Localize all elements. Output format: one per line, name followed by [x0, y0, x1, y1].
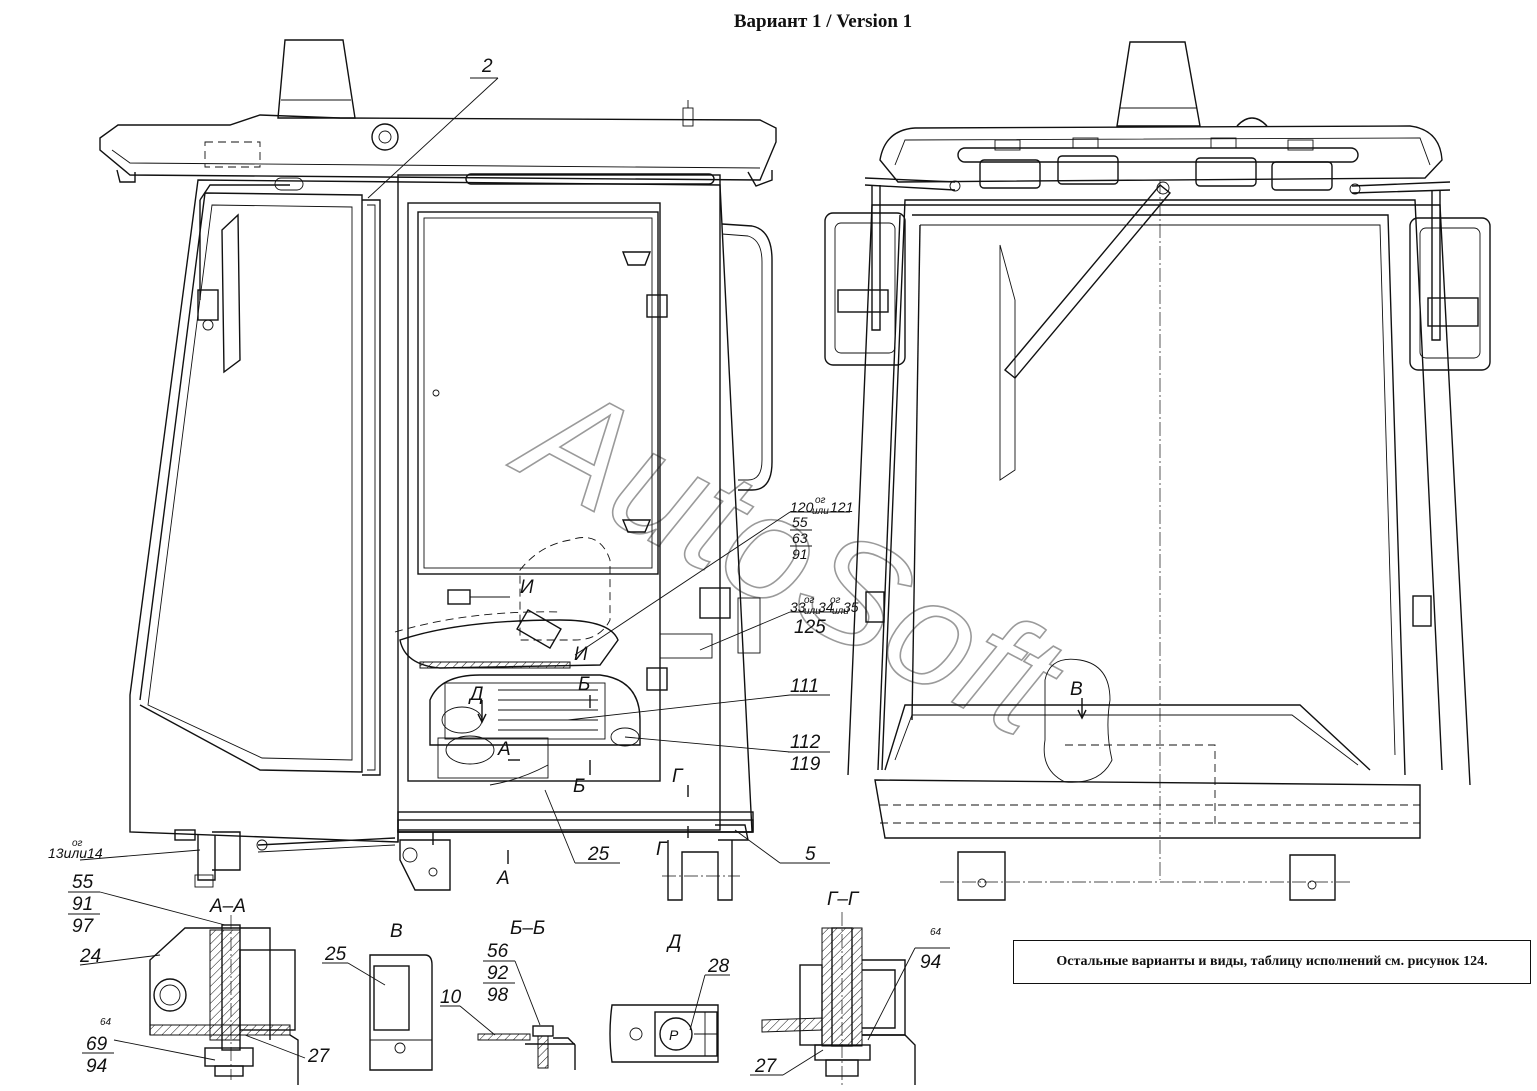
callout-27-aa: 27 [307, 1046, 331, 1067]
section-title-AA: А–А [209, 896, 246, 917]
callout-og-3: ог [830, 595, 841, 606]
drawing-title: Вариант 1 / Version 1 [734, 11, 912, 32]
section-B-B: Б–Б 56 92 98 10 [440, 918, 576, 1070]
callout-33: 33 [790, 599, 806, 615]
callout-125: 125 [794, 617, 826, 638]
note-text: Остальные варианты и виды, таблицу испол… [1056, 954, 1488, 969]
callout-og-4: ог [72, 838, 83, 849]
section-label-G-lower: Г [656, 839, 668, 860]
cab-side-view [99, 39, 777, 901]
callout-5: 5 [805, 844, 816, 865]
callout-34: 34 [818, 599, 834, 615]
callout-120: 120 [790, 499, 814, 515]
detail-label-I-lower: И [574, 644, 588, 665]
section-label-A-lower: А [496, 868, 510, 889]
callout-94-gg: 94 [920, 952, 941, 973]
callout-121: 121 [830, 499, 853, 515]
section-label-B-upper: Б [578, 674, 590, 695]
section-marks-side: А А Б Б Г Г Д И И [468, 577, 689, 889]
callout-69: 69 [86, 1034, 108, 1055]
view-D-detail: Д 28 P [609, 932, 730, 1063]
view-title-V: В [390, 921, 403, 942]
callout-28: 28 [707, 956, 730, 977]
callout-25-v: 25 [324, 944, 347, 965]
callout-ili-1: или [812, 506, 829, 517]
callout-10: 10 [440, 987, 462, 1008]
view-label-D: Д [468, 684, 483, 705]
callout-98: 98 [487, 985, 509, 1006]
leader-lines [79, 77, 850, 864]
section-label-A-upper: А [497, 739, 511, 760]
callout-24: 24 [79, 946, 101, 967]
callout-112: 112 [790, 732, 821, 753]
section-label-G-upper: Г [672, 766, 684, 787]
callout-55-top: 55 [792, 514, 808, 530]
section-A-A: А–А 55 91 97 24 64 69 94 27 [68, 872, 331, 1085]
detail-label-I-upper: И [520, 577, 534, 598]
callout-25-side: 25 [587, 844, 610, 865]
callout-64-aa: 64 [100, 1017, 112, 1028]
callout-35: 35 [843, 599, 859, 615]
callout-ili-2: или [804, 606, 821, 617]
callout-56: 56 [487, 941, 509, 962]
section-G-G: Г–Г 64 94 27 [750, 889, 950, 1085]
callout-13or14: 13или14 [48, 845, 103, 861]
callout-2: 2 [481, 56, 493, 77]
callout-111: 111 [790, 676, 819, 697]
callout-91-top: 91 [792, 546, 808, 562]
callout-og-1: ог [815, 495, 826, 506]
callout-og-2: ог [804, 595, 815, 606]
callout-27-gg: 27 [754, 1056, 778, 1077]
callout-ili-3: или [832, 606, 849, 617]
callout-94-aa: 94 [86, 1056, 107, 1077]
callout-55-aa: 55 [72, 872, 94, 893]
callout-119: 119 [790, 754, 821, 775]
callout-91-aa: 91 [72, 894, 93, 915]
callout-92: 92 [487, 963, 509, 984]
view-V-detail: В 25 [322, 921, 433, 1071]
cab-front-view: В [824, 41, 1491, 901]
callout-64-gg: 64 [930, 927, 942, 938]
section-title-GG: Г–Г [827, 889, 860, 910]
note-box: Остальные варианты и виды, таблицу испол… [1013, 940, 1531, 984]
view-label-V: В [1070, 679, 1083, 700]
callouts-side: 2 120 ог или 121 55 63 91 33 ог или 34 о… [48, 56, 859, 865]
callout-63: 63 [792, 530, 808, 546]
parking-mark: P [669, 1027, 679, 1043]
view-title-D: Д [666, 932, 681, 953]
callout-97: 97 [72, 916, 95, 937]
section-title-BB: Б–Б [510, 918, 545, 939]
section-label-B-lower: Б [573, 776, 585, 797]
